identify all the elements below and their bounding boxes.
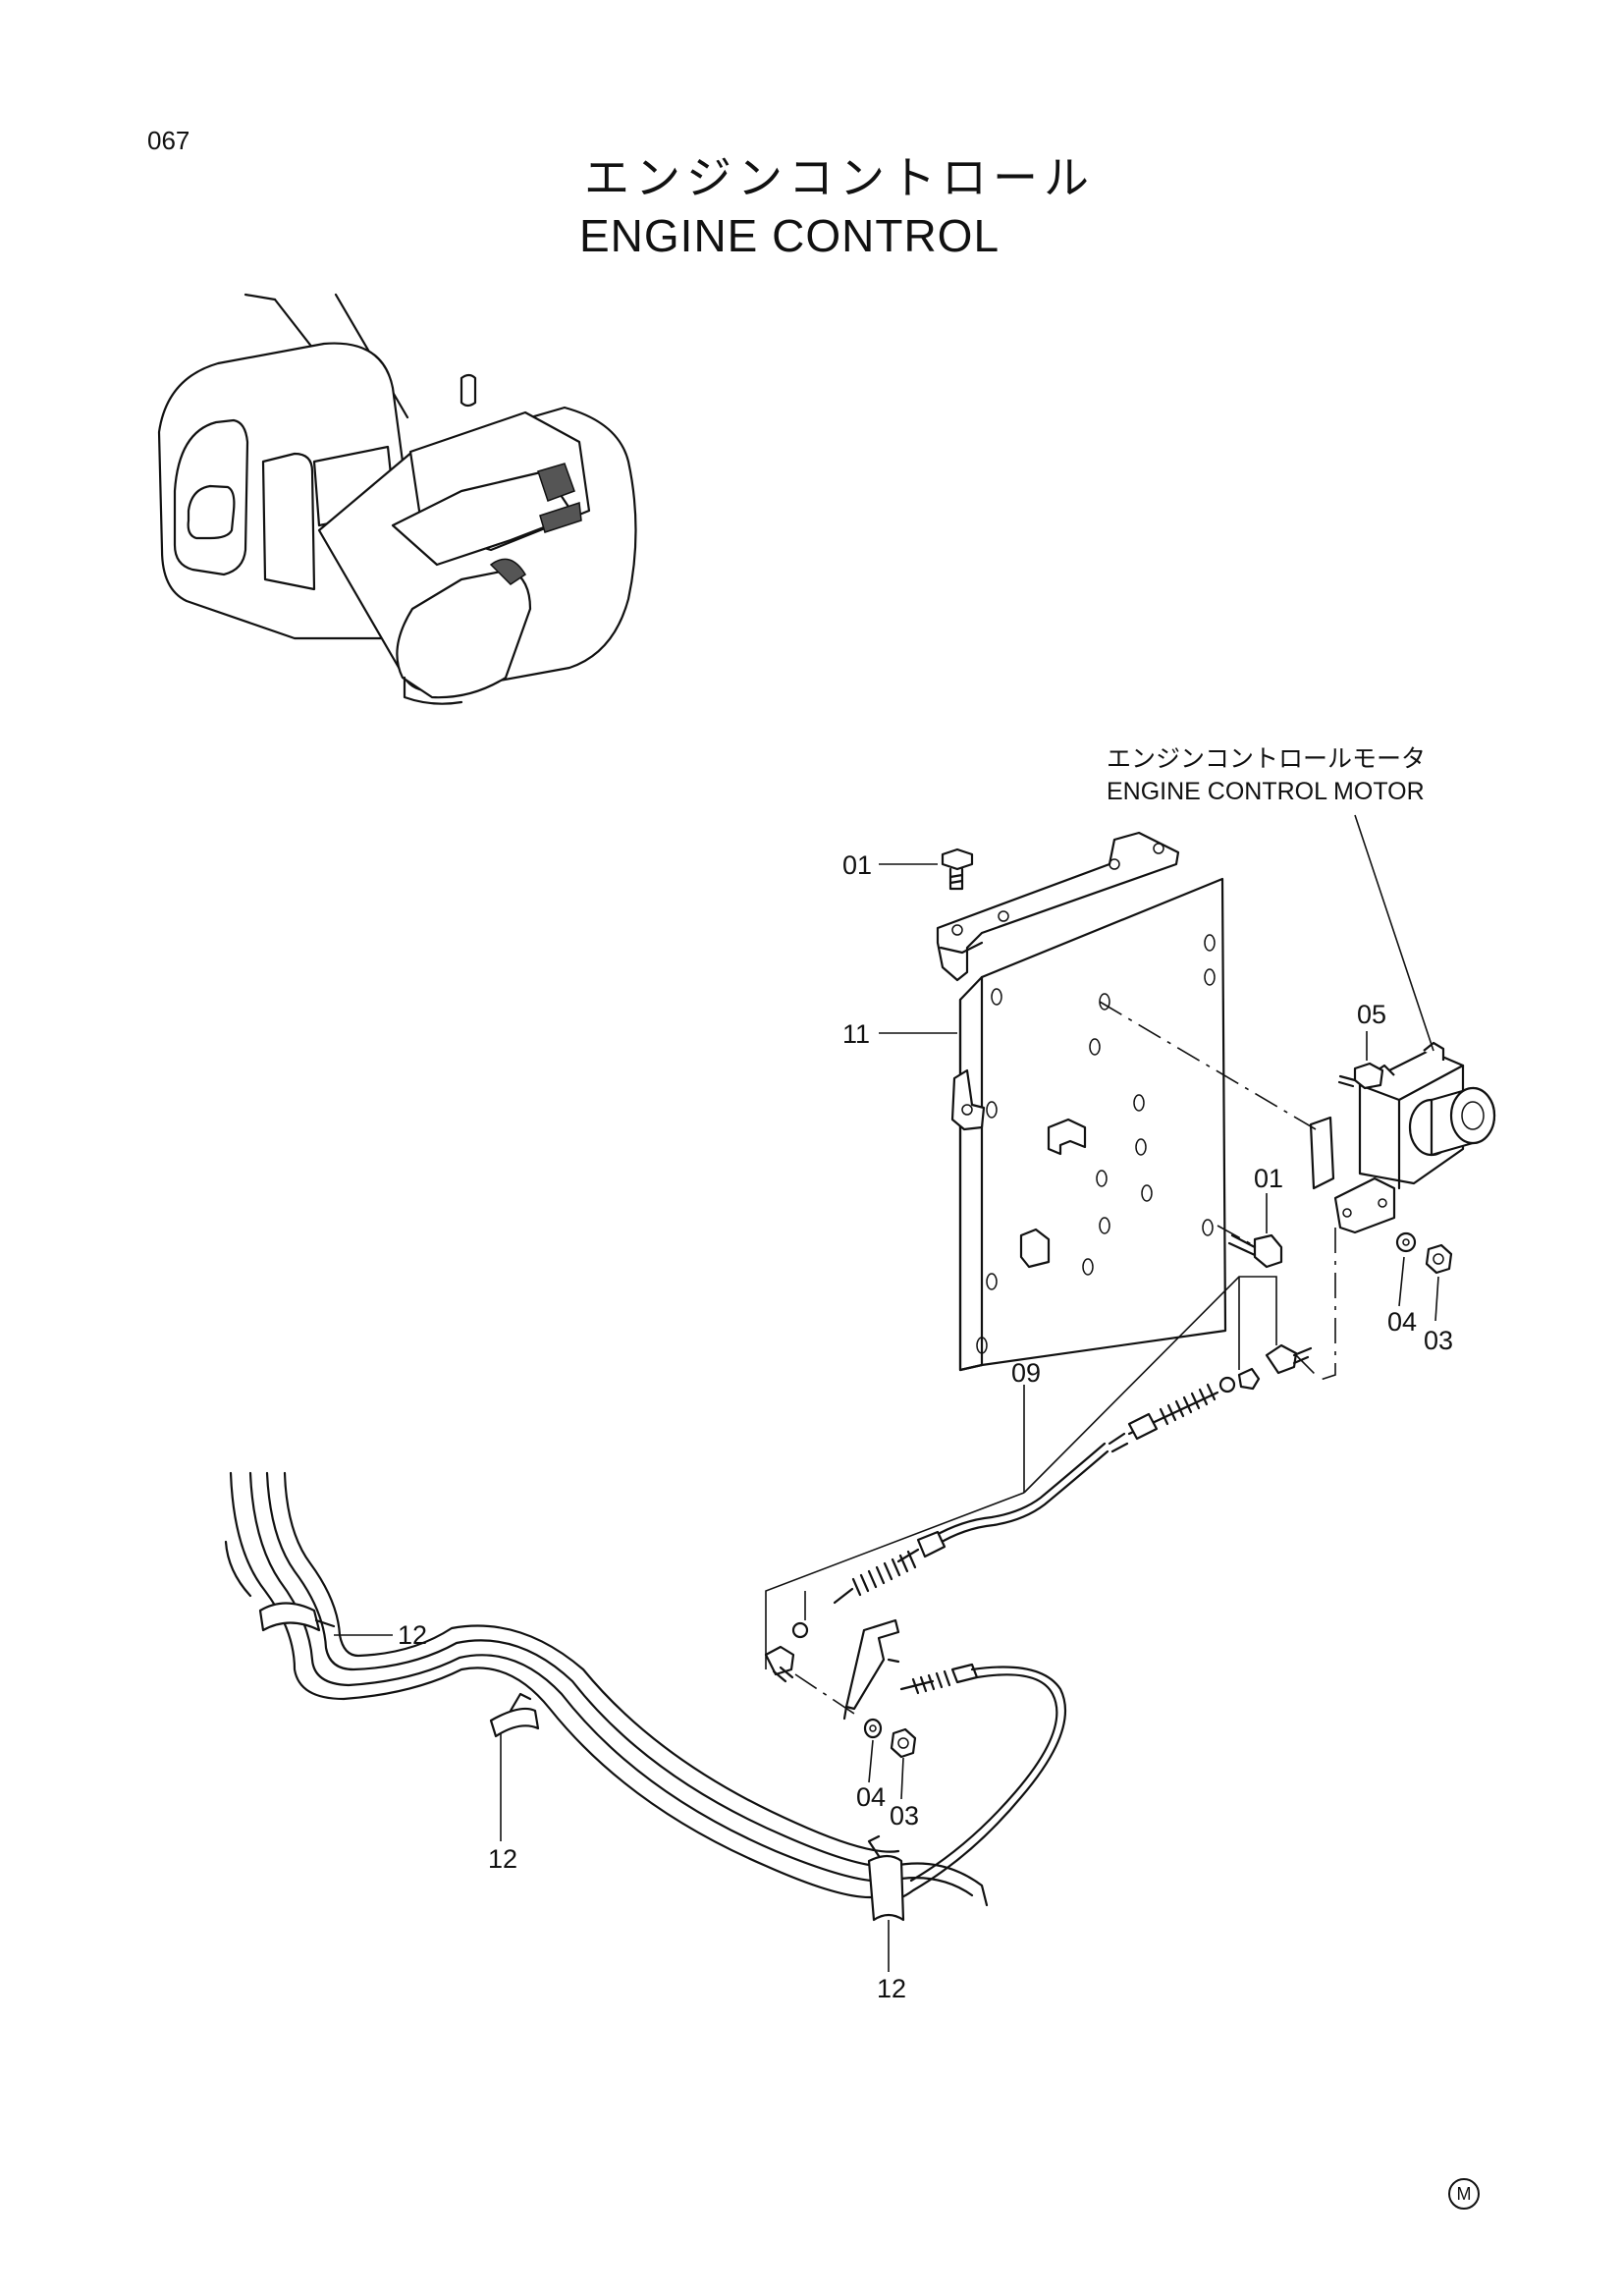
excavator-locator-view xyxy=(157,293,637,705)
part-label-11: 11 xyxy=(842,1019,871,1049)
part-label-12-middle: 12 xyxy=(488,1844,518,1874)
part-label-09: 09 xyxy=(1011,1358,1042,1388)
engine-control-motor xyxy=(1309,1041,1496,1234)
washer-nut-right xyxy=(1395,1231,1453,1275)
part-label-05: 05 xyxy=(1357,1000,1387,1029)
lever-bracket xyxy=(842,1618,979,1759)
callout-motor-en: ENGINE CONTROL MOTOR xyxy=(1107,778,1425,805)
part-label-04-right: 04 xyxy=(1387,1307,1418,1337)
bolt-01-right xyxy=(1227,1233,1283,1269)
page-number: 067 xyxy=(147,126,190,155)
bracket-plate xyxy=(936,831,1227,1372)
callout-motor-jp: エンジンコントロールモータ xyxy=(1107,744,1427,773)
part-label-03-right: 03 xyxy=(1424,1326,1454,1355)
part-label-12-bottom: 12 xyxy=(877,1974,907,2003)
page-title-en: ENGINE CONTROL xyxy=(579,210,1001,261)
alignment-lines xyxy=(794,1001,1336,1715)
page-title-jp: エンジンコントロール xyxy=(584,151,1095,204)
leader-lines xyxy=(334,814,1439,1972)
footer-mark: M xyxy=(1448,2178,1480,2210)
part-label-04-bottom: 04 xyxy=(856,1782,887,1812)
control-cable xyxy=(764,1343,1313,1683)
part-label-01-right: 01 xyxy=(1254,1164,1284,1193)
part-label-01-top: 01 xyxy=(842,850,873,880)
part-label-03-bottom: 03 xyxy=(890,1801,920,1831)
bolt-01-top xyxy=(941,847,974,891)
hose-bundle xyxy=(224,1471,1067,1922)
